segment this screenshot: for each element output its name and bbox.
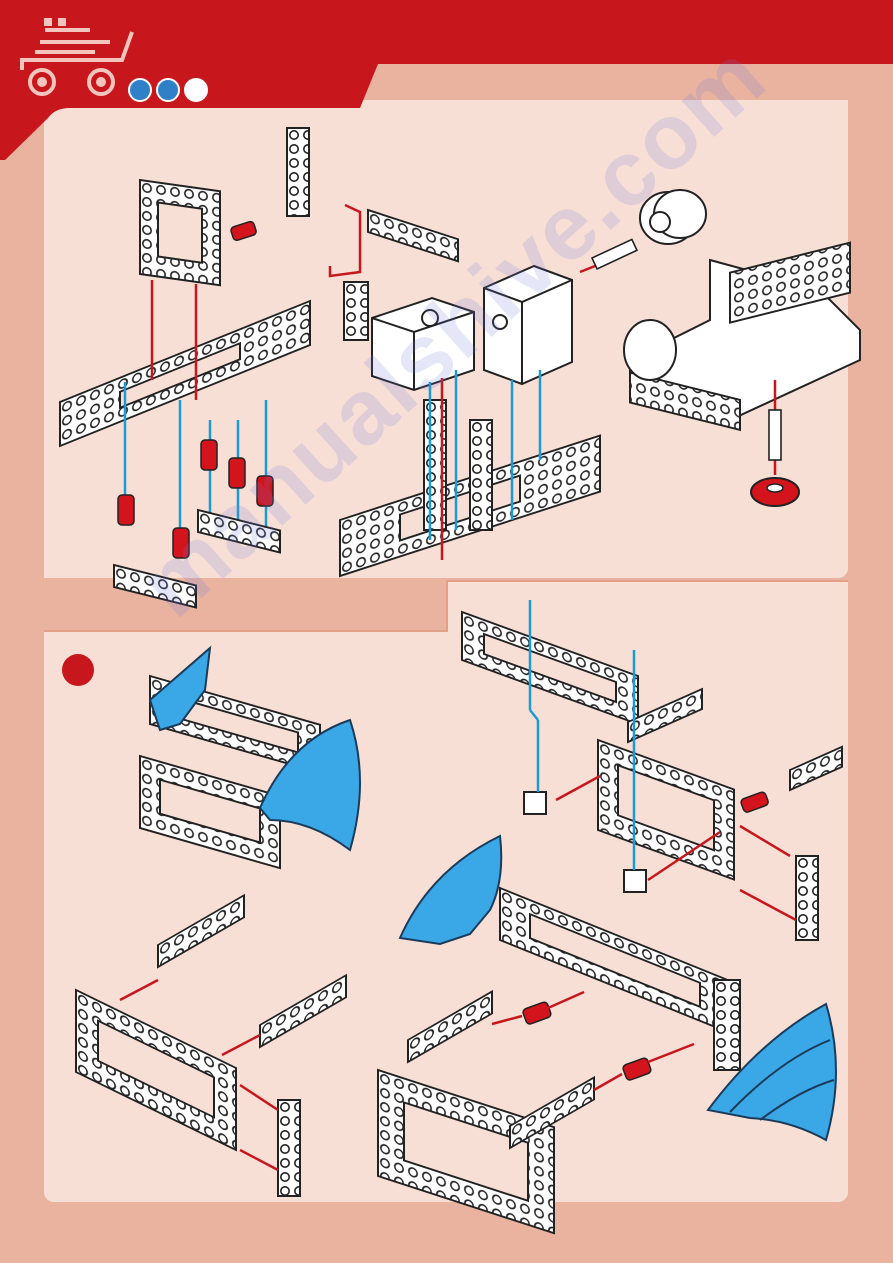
- short-beam-part: [790, 747, 842, 790]
- assembly-diagram-chassis-with-fenders: [76, 648, 360, 1196]
- assembled-unit-part: [624, 243, 860, 430]
- short-beam-part: [260, 975, 346, 1047]
- red-connector-pin-part: [118, 495, 134, 525]
- square-frame-part: [140, 180, 220, 285]
- axle-part: [769, 410, 781, 460]
- vertical-beam-part: [287, 128, 309, 216]
- red-connector-pin-part: [201, 440, 217, 470]
- rectangular-frame-part: [462, 612, 638, 724]
- vertical-beam-part: [278, 1100, 300, 1196]
- vertical-beam-part: [470, 420, 492, 530]
- rectangular-frame-part: [76, 990, 236, 1150]
- rectangular-frame-part: [598, 740, 734, 879]
- vertical-beam-part: [796, 856, 818, 940]
- assembly-diagram-fender-frame-build: [378, 600, 842, 1233]
- red-gear-part: [751, 478, 799, 506]
- connector-cube-part: [624, 870, 646, 892]
- red-connector-pin-part: [230, 221, 257, 242]
- blue-fender-part: [400, 836, 501, 944]
- red-connector-pin-part: [622, 1057, 652, 1081]
- rectangular-frame-part: [140, 756, 280, 868]
- short-beam-part: [344, 282, 368, 340]
- rectangular-frame-part: [378, 1070, 554, 1233]
- red-connector-pin-part: [740, 791, 769, 813]
- short-beam-part: [368, 210, 458, 261]
- vertical-beam-part: [714, 980, 740, 1070]
- short-beam-part: [628, 689, 702, 742]
- connector-cube-part: [524, 792, 546, 814]
- red-connector-pin-part: [522, 1001, 552, 1025]
- short-beam-part: [158, 895, 244, 967]
- short-beam-part: [408, 992, 492, 1062]
